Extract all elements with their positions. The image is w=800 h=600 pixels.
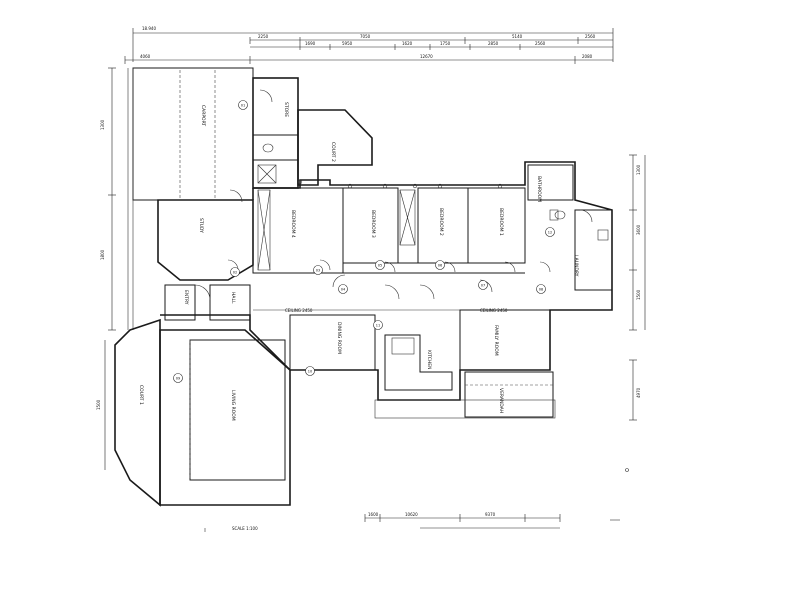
svg-text:10: 10	[308, 370, 312, 374]
bedroom-4-area: BEDROOM 4	[252, 187, 344, 274]
dim-mid-5: 2850	[488, 41, 499, 46]
svg-text:01: 01	[241, 104, 245, 108]
dim-right-4: 4970	[636, 387, 641, 398]
dim-mid-2: 5950	[342, 41, 353, 46]
tag-12: 12	[545, 227, 555, 237]
dim-right-2: 3600	[636, 224, 641, 235]
verandah-area: VERANDAH	[374, 371, 556, 419]
robe-area	[399, 189, 416, 246]
dim-mid-1: 1690	[305, 41, 316, 46]
room-kitchen: KITCHEN	[426, 350, 432, 370]
bathroom-area: BATHROOM	[527, 164, 574, 221]
dining-room-area: DINING ROOM	[289, 314, 376, 371]
tag-10: 10	[305, 366, 315, 376]
dim-top-2: 7050	[360, 34, 371, 39]
room-family: FAMILY ROOM	[493, 325, 499, 356]
tag-05: 05	[375, 260, 385, 270]
svg-text:07: 07	[481, 284, 485, 288]
room-court-2: COURT 2	[330, 142, 336, 162]
ceiling-note-2: CEILING 2450	[480, 308, 508, 313]
svg-text:06: 06	[438, 264, 442, 268]
bedroom-2-area: BEDROOM 2	[417, 187, 469, 264]
section-tags: 01 02 03 04 05 06 07 08 09 10 11 12	[173, 100, 555, 383]
room-carport: CARPORT	[200, 105, 206, 126]
dim-top-3: 5140	[512, 34, 523, 39]
dim-left-1: 1300	[100, 119, 105, 130]
bedroom-1-area: BEDROOM 1	[467, 187, 526, 264]
room-bathroom: BATHROOM	[536, 176, 542, 202]
study-area: STUDY	[157, 199, 254, 281]
dim-bottom-1: 1600	[368, 512, 379, 517]
corridor	[253, 262, 550, 311]
left-dimensions: 1300 1800 1500	[96, 67, 116, 470]
window-markers	[297, 179, 503, 189]
dim-top-4: 2560	[585, 34, 596, 39]
room-living: LIVING ROOM	[230, 390, 236, 421]
dim-right-3: 1500	[636, 289, 641, 300]
store-area: STORE	[252, 77, 299, 189]
room-entry: ENTRY	[183, 290, 189, 305]
dim-right-1: 1300	[636, 164, 641, 175]
tag-04: 04	[338, 284, 348, 294]
kitchen-area: KITCHEN	[384, 334, 453, 391]
living-room-area: LIVING ROOM	[159, 329, 291, 506]
room-bedroom-3: BEDROOM 3	[370, 210, 376, 238]
dim-overall: 18.940	[142, 26, 156, 31]
scale-note: SCALE 1:100	[232, 526, 258, 531]
svg-text:08: 08	[539, 288, 543, 292]
dim-low-3: 2080	[582, 54, 593, 59]
entry-hall-area: ENTRY HALL	[164, 284, 251, 321]
dim-mid-4: 1750	[440, 41, 451, 46]
dim-mid-3: 1620	[402, 41, 413, 46]
svg-text:02: 02	[233, 271, 237, 275]
tag-06: 06	[435, 260, 445, 270]
tag-07: 07	[478, 280, 488, 290]
right-dimensions: 1300 3600 1500 4970	[629, 154, 646, 421]
dim-mid-6: 2560	[535, 41, 546, 46]
dim-left-2: 1800	[100, 249, 105, 260]
dim-bottom-2: 10620	[405, 512, 418, 517]
tag-11: 11	[373, 320, 383, 330]
room-bedroom-1: BEDROOM 1	[498, 208, 504, 236]
room-verandah: VERANDAH	[498, 388, 504, 413]
room-dining: DINING ROOM	[336, 322, 342, 354]
top-dimensions: 18.940 2250 7050 5140 2560 1690 5950 162…	[124, 26, 614, 64]
room-bedroom-2: BEDROOM 2	[438, 208, 444, 236]
tag-03: 03	[313, 265, 323, 275]
laundry-area: LAUNDRY	[573, 209, 613, 291]
court-1-area: COURT 1	[114, 318, 161, 507]
dim-top-1: 2250	[258, 34, 269, 39]
court-2-area: COURT 2	[297, 109, 373, 186]
room-store: STORE	[283, 102, 289, 117]
dim-low-1: 4060	[140, 54, 151, 59]
bedroom-3-area: BEDROOM 3	[342, 187, 399, 264]
svg-text:09: 09	[176, 377, 180, 381]
svg-text:12: 12	[548, 231, 552, 235]
corner-marks	[204, 468, 629, 532]
room-hall: HALL	[230, 292, 236, 304]
ceiling-note-1: CEILING 2450	[285, 308, 313, 313]
dim-low-2: 12670	[420, 54, 433, 59]
tag-09: 09	[173, 373, 183, 383]
tag-08: 08	[536, 284, 546, 294]
dim-bottom-3: 9370	[485, 512, 496, 517]
room-laundry: LAUNDRY	[573, 255, 579, 277]
dim-left-3: 1500	[96, 399, 101, 410]
room-study: STUDY	[198, 218, 204, 233]
tag-01: 01	[238, 100, 248, 110]
svg-text:03: 03	[316, 269, 320, 273]
bottom-dimensions: 1600 10620 9370 SCALE 1:100	[232, 512, 561, 531]
svg-text:04: 04	[341, 288, 346, 292]
door-swings	[227, 189, 593, 300]
tag-02: 02	[230, 267, 240, 277]
family-room-area: FAMILY ROOM	[459, 309, 551, 371]
room-bedroom-4: BEDROOM 4	[290, 210, 296, 238]
carport-area: CARPORT	[127, 67, 254, 330]
svg-text:05: 05	[378, 264, 382, 268]
room-court-1: COURT 1	[138, 385, 144, 405]
svg-text:11: 11	[376, 324, 380, 328]
house-outer-walls	[160, 161, 613, 401]
